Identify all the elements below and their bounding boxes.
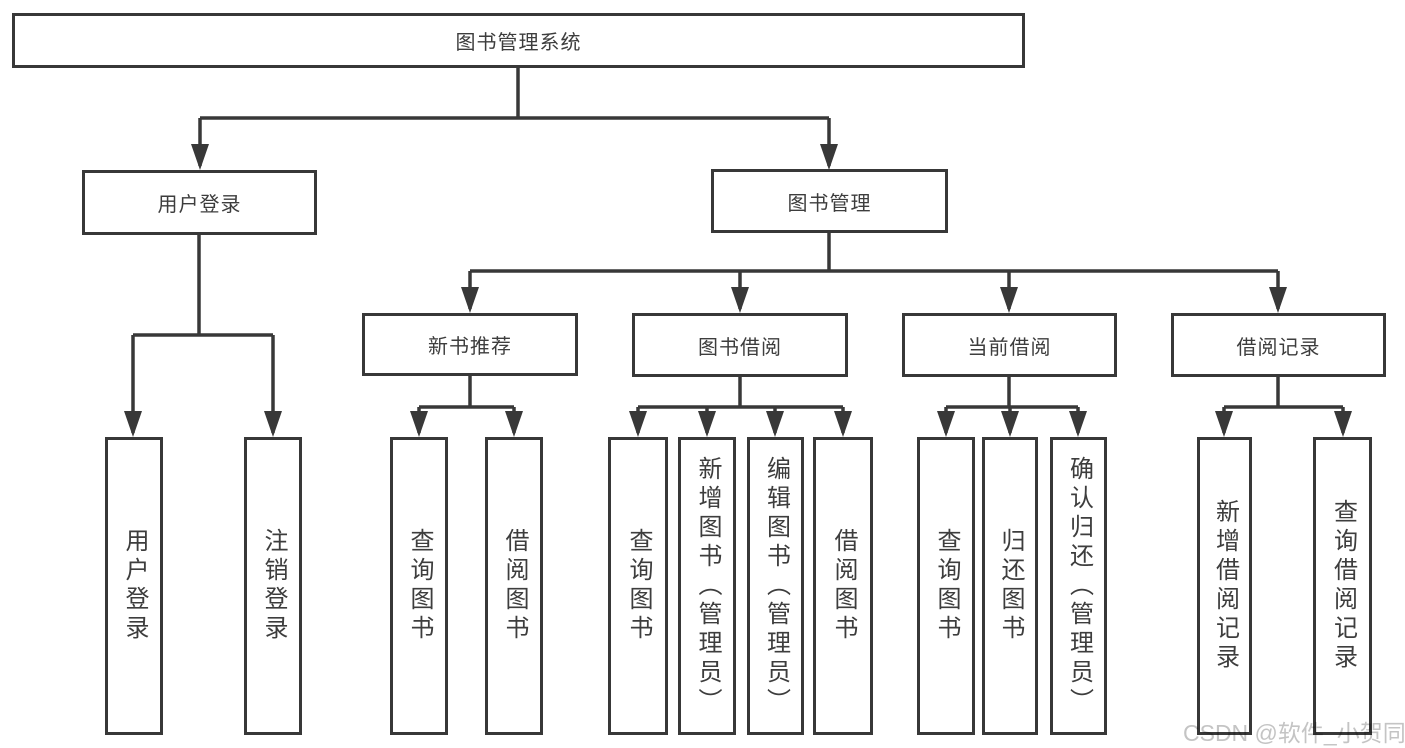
leaf-borrow-books-borrowing: 借阅图书 xyxy=(813,437,873,735)
leaf-add-book-admin: 新增图书（管理员） xyxy=(678,437,736,735)
node-book-management: 图书管理 xyxy=(711,169,948,233)
leaf-query-borrow-record: 查询借阅记录 xyxy=(1313,437,1372,735)
leaf-user-login: 用户登录 xyxy=(105,437,163,735)
node-current-borrowing: 当前借阅 xyxy=(902,313,1117,377)
node-book-borrowing: 图书借阅 xyxy=(632,313,848,377)
csdn-watermark: CSDN @软件_小贺同学 xyxy=(1183,720,1405,746)
leaf-query-books-current: 查询图书 xyxy=(917,437,975,735)
leaf-confirm-return-admin: 确认归还（管理员） xyxy=(1050,437,1107,735)
leaf-return-books: 归还图书 xyxy=(982,437,1038,735)
node-user-login: 用户登录 xyxy=(82,170,317,235)
leaf-edit-book-admin: 编辑图书（管理员） xyxy=(747,437,804,735)
leaf-add-borrow-record: 新增借阅记录 xyxy=(1197,437,1252,735)
node-borrowing-records: 借阅记录 xyxy=(1171,313,1386,377)
leaf-logout: 注销登录 xyxy=(244,437,302,735)
leaf-query-books-borrowing: 查询图书 xyxy=(608,437,668,735)
leaf-query-books-recommendation: 查询图书 xyxy=(390,437,448,735)
leaf-borrow-books-recommendation: 借阅图书 xyxy=(485,437,543,735)
node-library-management-system: 图书管理系统 xyxy=(12,13,1025,68)
node-new-book-recommendation: 新书推荐 xyxy=(362,313,578,376)
